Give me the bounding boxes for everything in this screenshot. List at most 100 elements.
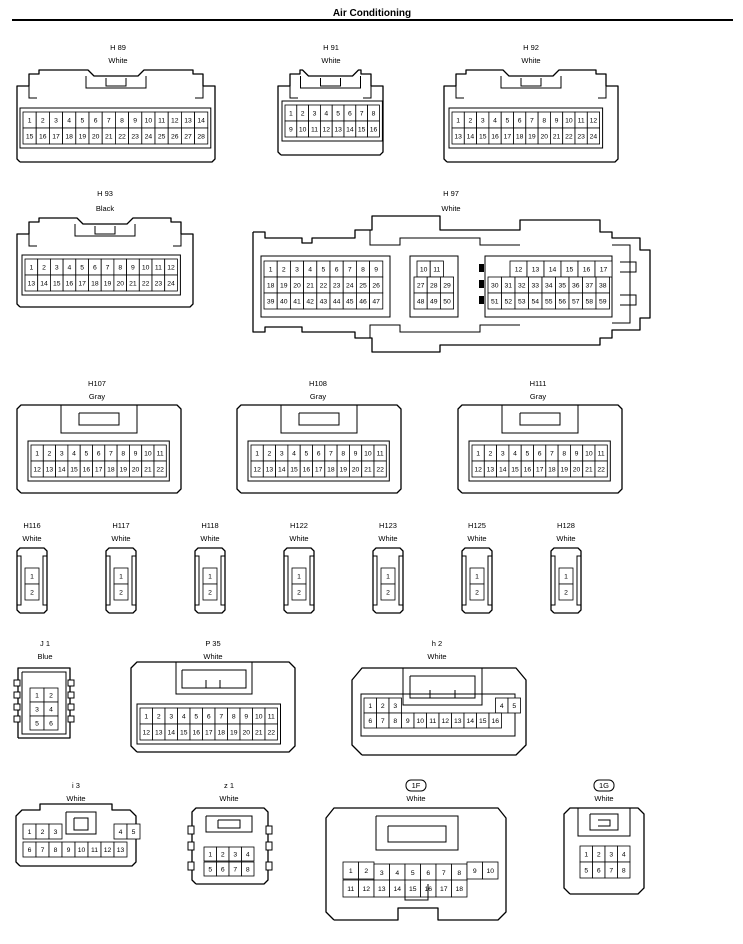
pin-number: 3	[55, 264, 59, 271]
pin-number: 12	[362, 886, 370, 893]
housing-detail	[598, 86, 607, 99]
housing-detail	[404, 884, 429, 901]
housing-detail	[78, 412, 120, 426]
latch-tab	[187, 841, 195, 851]
pin-number: 21	[364, 466, 372, 473]
pin-number: 22	[156, 466, 164, 473]
pin-number: 16	[303, 466, 311, 473]
pin-number: 8	[393, 718, 397, 725]
pin-number: 11	[91, 847, 98, 854]
pin-frame	[409, 255, 459, 318]
connector-color: White	[219, 794, 238, 803]
housing-detail	[402, 668, 483, 706]
pin-number: 24	[167, 280, 175, 287]
pin-number: 18	[267, 282, 275, 289]
housing-detail	[284, 555, 289, 606]
pin-number: 13	[266, 466, 274, 473]
pin-number: 6	[538, 450, 542, 457]
pin-number: 6	[335, 266, 339, 273]
pin-number: 10	[78, 847, 86, 854]
connector-code: H123	[379, 521, 397, 530]
pin-number: 5	[411, 870, 415, 877]
latch-tab	[67, 703, 75, 711]
pin-number: 15	[479, 718, 487, 725]
pin-number: 47	[372, 298, 380, 305]
pin-number: 2	[282, 266, 286, 273]
pin-number: 7	[442, 870, 446, 877]
pin-cell	[241, 861, 255, 877]
connector-color: White	[556, 534, 575, 543]
pin-number: 19	[280, 282, 288, 289]
pin-cell	[586, 127, 600, 145]
pin-number: 54	[531, 298, 539, 305]
pin-number: 18	[516, 133, 524, 140]
pin-number: 17	[52, 133, 60, 140]
pin-number: 7	[381, 718, 385, 725]
pin-number: 8	[246, 866, 250, 873]
pin-number: 19	[339, 466, 347, 473]
pin-cell	[469, 583, 485, 601]
pin-number: 41	[293, 298, 301, 305]
latch-tab	[13, 679, 21, 687]
pin-cell	[48, 823, 63, 840]
pin-number: 25	[158, 133, 166, 140]
pin-number: 15	[511, 466, 519, 473]
pin-number: 4	[324, 110, 328, 117]
housing-detail	[369, 324, 520, 338]
housing-detail	[455, 86, 464, 99]
connector-color: Gray	[530, 392, 547, 401]
pin-cell	[194, 127, 209, 145]
pin-number: 3	[169, 713, 173, 720]
housing-detail	[551, 555, 556, 606]
pin-number: 23	[333, 282, 341, 289]
pin-number: 6	[368, 718, 372, 725]
pin-number: 2	[119, 589, 123, 596]
pin-number: 50	[443, 298, 451, 305]
pin-number: 24	[346, 282, 354, 289]
pin-number: 11	[433, 266, 440, 273]
connector-color: White	[289, 534, 308, 543]
housing-detail	[409, 675, 476, 699]
pin-number: 3	[609, 851, 613, 858]
pin-frame	[468, 440, 611, 482]
page-title: Air Conditioning	[333, 8, 411, 19]
pin-frame	[360, 693, 516, 737]
pin-number: 1	[30, 573, 34, 580]
pin-number: 16	[524, 466, 532, 473]
pin-number: 7	[41, 847, 45, 854]
pin-number: 10	[255, 713, 263, 720]
pin-number: 14	[499, 466, 507, 473]
pin-number: 15	[26, 133, 34, 140]
pin-number: 13	[487, 466, 495, 473]
housing-detail	[519, 412, 561, 426]
pin-number: 8	[542, 117, 546, 124]
pin-cell	[43, 715, 59, 731]
housing-detail	[21, 671, 67, 735]
pin-number: 2	[381, 703, 385, 710]
connector-code: J 1	[40, 639, 50, 648]
pin-number: 15	[358, 126, 366, 133]
pin-number: 17	[95, 466, 103, 473]
housing-detail	[289, 86, 298, 99]
pin-number: 17	[205, 729, 213, 736]
pin-frame	[247, 440, 390, 482]
connector-color: Gray	[310, 392, 327, 401]
pin-number: 59	[599, 298, 607, 305]
pin-number: 6	[221, 866, 225, 873]
pin-number: 1	[386, 573, 390, 580]
pin-number: 8	[341, 450, 345, 457]
pin-cell	[164, 274, 178, 292]
pin-number: 7	[107, 117, 111, 124]
pin-number: 16	[583, 266, 591, 273]
pin-number: 11	[347, 886, 354, 893]
pin-number: 1	[368, 703, 372, 710]
pin-number: 7	[233, 866, 237, 873]
pin-number: 11	[598, 450, 605, 457]
